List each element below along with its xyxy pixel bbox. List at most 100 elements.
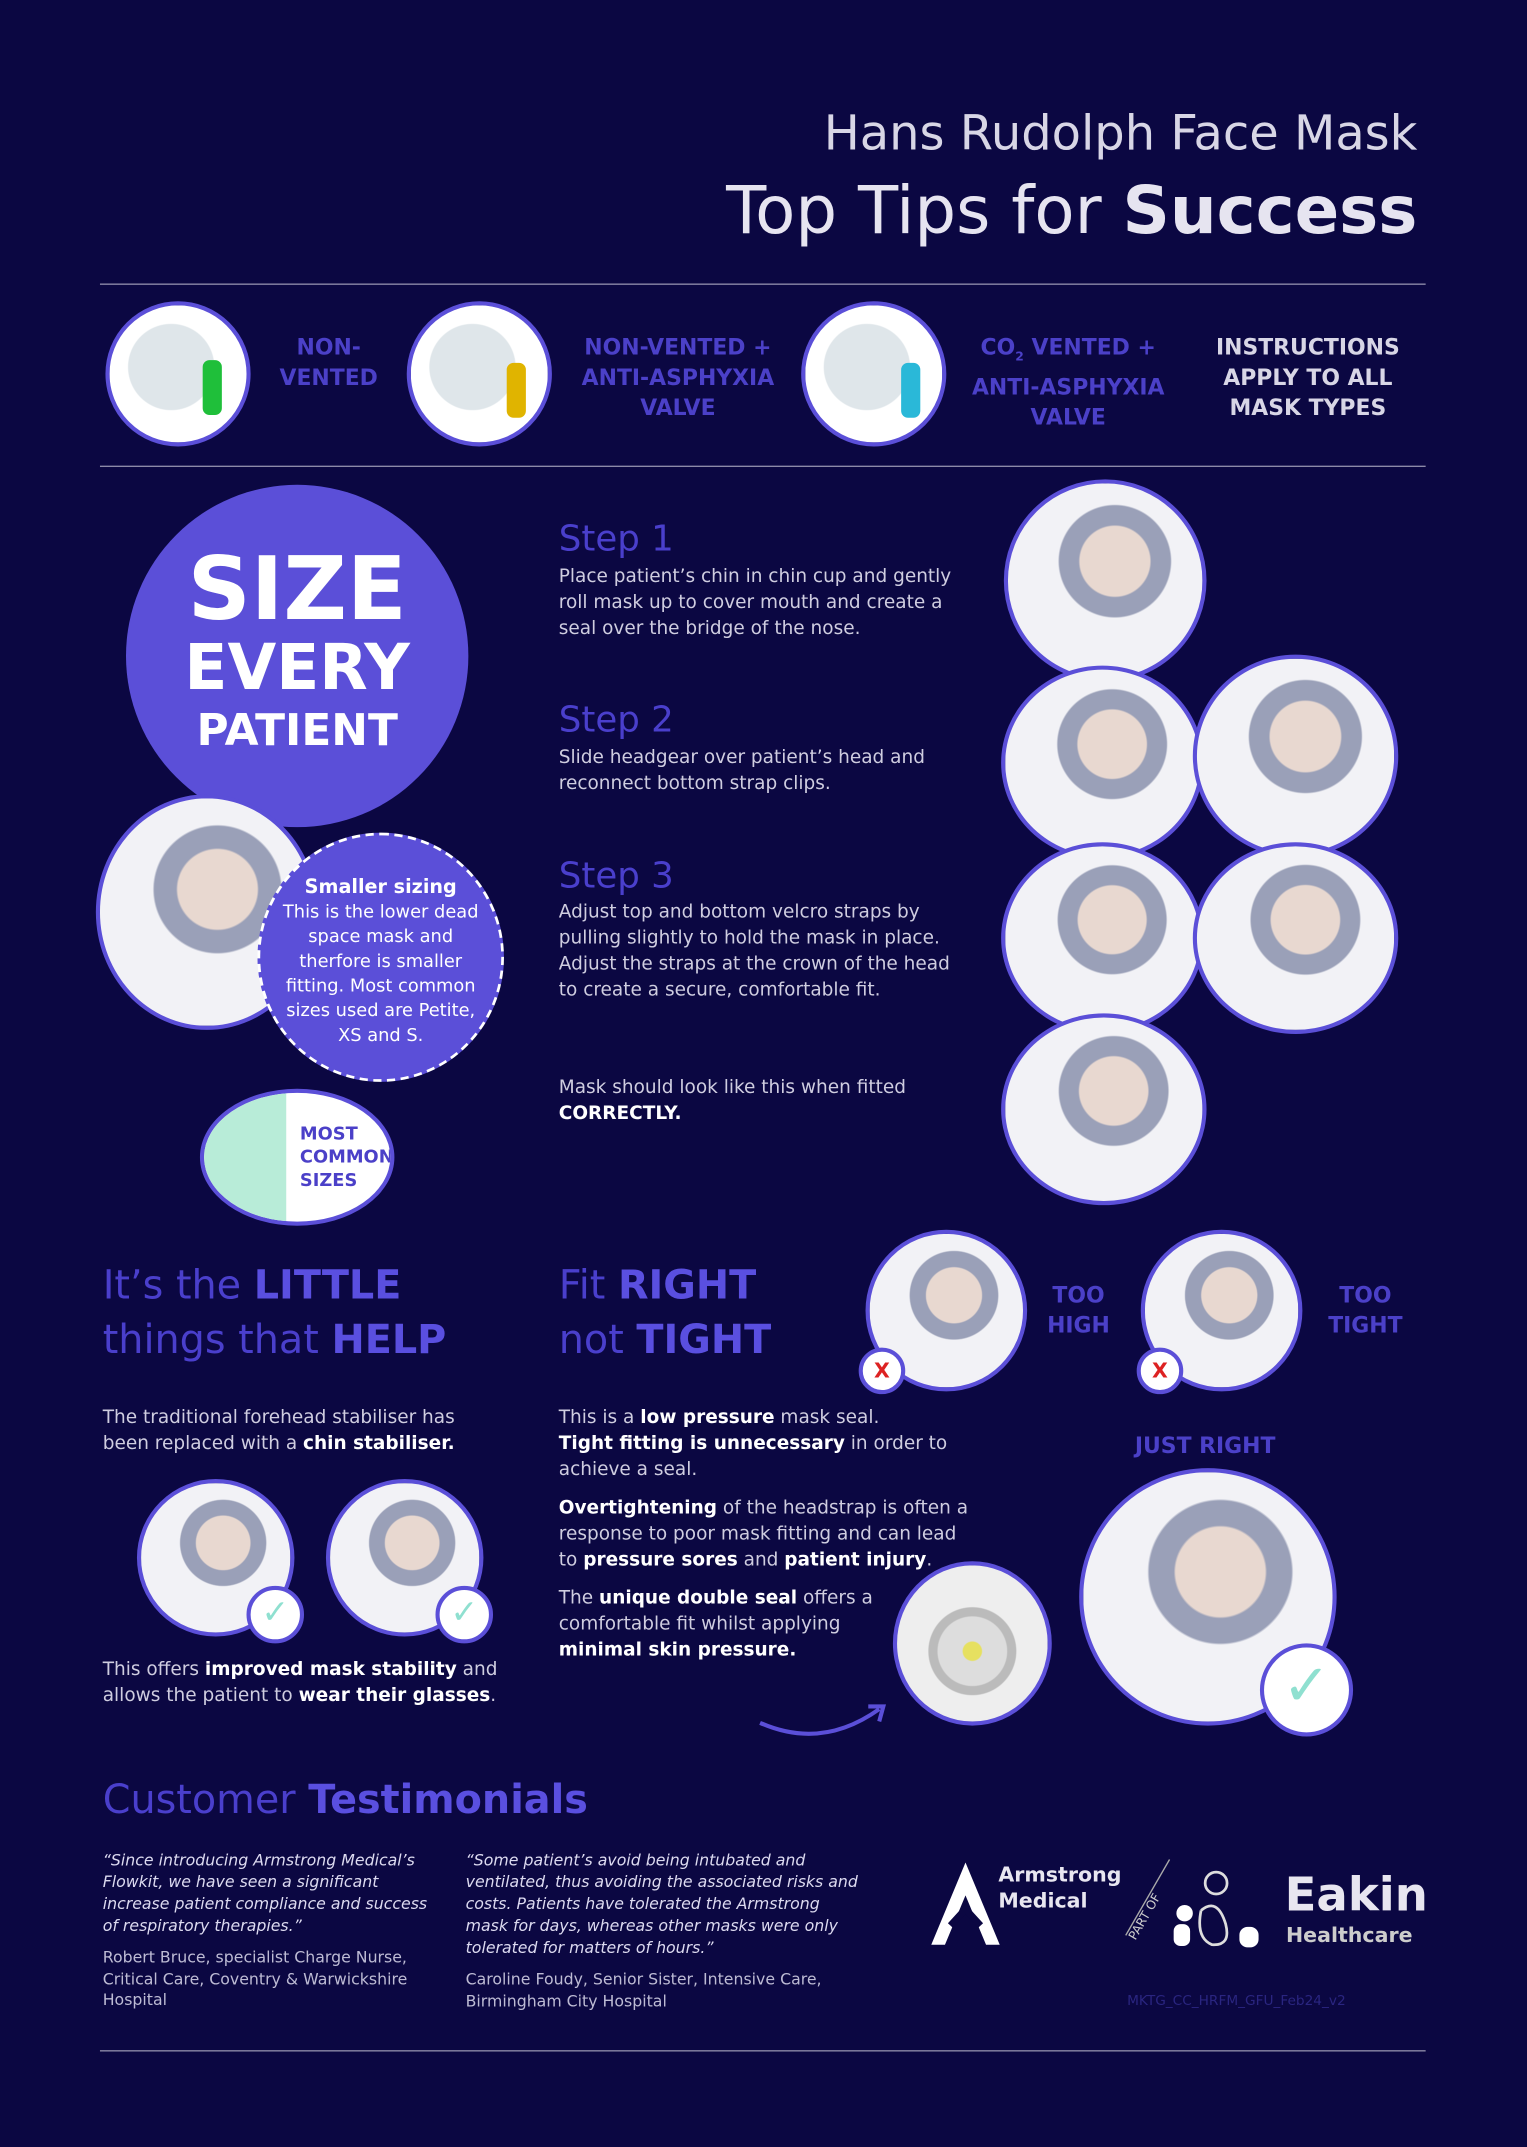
t-bold: wear their glasses: [298, 1684, 491, 1707]
size-line3: PATIENT: [196, 703, 398, 756]
little-heading-2: things that HELP: [103, 1312, 447, 1367]
step2-photo-a: [1001, 665, 1204, 861]
step2-title: Step 2: [558, 699, 674, 741]
testimonial: “Some patient’s avoid being intubated an…: [466, 1849, 863, 2012]
just-right-label: JUST RIGHT: [1134, 1432, 1276, 1459]
size-line2: EVERY: [184, 629, 410, 704]
t-bold: improved mask stability: [204, 1658, 457, 1681]
label-co2-vented: CO2 VENTED + ANTI-ASPHYXIA VALVE: [959, 333, 1178, 433]
co2-text: CO: [980, 334, 1016, 361]
t: This is a: [558, 1406, 641, 1429]
fitted-photo: [1001, 1013, 1207, 1206]
divider: [99, 283, 1426, 285]
step3-photo-b: [1192, 842, 1399, 1034]
valve-yellow: [506, 362, 526, 418]
t: and: [737, 1548, 785, 1571]
step3-photo-a: [1001, 842, 1204, 1034]
fit-text-3: The unique double seal offers a comforta…: [559, 1586, 881, 1664]
label-non-vented: NON- VENTED: [279, 334, 378, 391]
step2-photo-b: [1192, 654, 1399, 858]
h-text: not: [558, 1316, 637, 1363]
testimonial-quote: “Since introducing Armstrong Medical’s F…: [102, 1850, 428, 1936]
label-anti-asphyxia: NON-VENTED + ANTI-ASPHYXIA VALVE: [581, 334, 775, 421]
step1-title: Step 1: [558, 519, 674, 561]
check-icon: ✓: [246, 1585, 305, 1644]
x-icon: X: [1136, 1347, 1184, 1395]
testimonial: “Since introducing Armstrong Medical’s F…: [103, 1849, 439, 2011]
mask-image-anti-asphyxia: [406, 301, 552, 447]
t: .: [490, 1684, 497, 1707]
co2-sub: 2: [1015, 350, 1024, 365]
smaller-sizing-circle: Smaller sizing This is the lower dead sp…: [257, 832, 504, 1082]
subtitle-prefix: Top Tips for: [726, 172, 1123, 250]
eakin-logo-sub: Healthcare: [1285, 1922, 1413, 1948]
co2-rest: VENTED + ANTI-ASPHYXIA VALVE: [971, 334, 1165, 431]
little-heading-1: It’s the LITTLE: [103, 1257, 402, 1312]
smaller-sizing-title: Smaller sizing: [304, 876, 457, 899]
subtitle: Top Tips for Success: [726, 173, 1417, 250]
divider: [99, 2050, 1426, 2052]
little-text-2: This offers improved mask stability and …: [103, 1657, 514, 1709]
h-bold: TIGHT: [636, 1316, 772, 1363]
subtitle-bold: Success: [1122, 172, 1418, 250]
testimonial-author: Caroline Foudy, Senior Sister, Intensive…: [465, 1969, 822, 2010]
double-seal-image: [892, 1561, 1052, 1726]
mask-image-non-vented: [105, 301, 251, 447]
t: mask seal.: [774, 1406, 880, 1429]
testimonial-author: Robert Bruce, specialist Charge Nurse, C…: [102, 1947, 408, 2010]
t: This offers: [102, 1658, 205, 1681]
fit-heading-1: Fit RIGHT: [559, 1257, 756, 1312]
size-chart-image: [204, 1092, 287, 1222]
fit-heading-2: not TIGHT: [559, 1312, 771, 1367]
t: in order to achieve a seal.: [558, 1432, 948, 1481]
check-icon: ✓: [1259, 1643, 1354, 1737]
arrow-icon: [759, 1704, 887, 1736]
h-bold: HELP: [331, 1316, 447, 1363]
common-sizes-label: MOST COMMON SIZES: [299, 1124, 394, 1192]
t-bold: Tight fitting is unnecessary: [558, 1432, 845, 1455]
h-text: Fit: [558, 1261, 618, 1308]
eakin-logo-icon: [1173, 1870, 1259, 1948]
t-bold: unique double seal: [599, 1587, 798, 1610]
fitted-text: Mask should look like this when fitted: [558, 1076, 906, 1099]
title: Hans Rudolph Face Mask: [823, 106, 1418, 162]
document-code: MKTG_CC_HRFM_GFU_Feb24_v2: [1127, 1993, 1346, 2010]
common-sizes-circle: MOST COMMON SIZES: [199, 1088, 395, 1226]
size-badge: SIZE EVERY PATIENT: [125, 484, 469, 828]
testimonials-title: Customer Testimonials: [103, 1772, 588, 1827]
size-line1: SIZE: [187, 539, 407, 641]
valve-green: [202, 360, 222, 415]
t: The traditional forehead stabiliser has …: [102, 1406, 455, 1455]
h-bold: Testimonials: [308, 1776, 588, 1823]
t-bold: patient injury: [784, 1548, 927, 1571]
little-text-1: The traditional forehead stabiliser has …: [103, 1405, 500, 1457]
instructions-note: INSTRUCTIONS APPLY TO ALL MASK TYPES: [1215, 334, 1400, 421]
h-bold: RIGHT: [617, 1261, 757, 1308]
valve-blue: [901, 362, 921, 418]
t-bold: pressure sores: [583, 1548, 738, 1571]
mask-image-co2-vented: [801, 301, 947, 447]
fit-text-2: Overtightening of the headstrap is often…: [559, 1495, 970, 1573]
t-bold: low pressure: [640, 1406, 775, 1429]
t: The: [558, 1587, 600, 1610]
t: and allows the patient to: [102, 1658, 498, 1707]
step2-text: Slide headgear over patient’s head and r…: [558, 746, 925, 795]
too-tight-label: TOO TIGHT: [1328, 1281, 1403, 1339]
t: .: [926, 1548, 933, 1571]
divider: [99, 465, 1426, 467]
h-bold: LITTLE: [253, 1261, 402, 1308]
x-icon: X: [858, 1347, 906, 1395]
smaller-sizing-text: This is the lower dead space mask and th…: [282, 902, 479, 1047]
eakin-logo-text: Eakin: [1284, 1867, 1428, 1923]
too-high-label: TOO HIGH: [1047, 1281, 1110, 1339]
step3-text: Adjust top and bottom velcro straps by p…: [558, 901, 950, 1002]
armstrong-logo-text: Armstrong Medical: [998, 1862, 1122, 1914]
fit-text-1: This is a low pressure mask seal. Tight f…: [559, 1405, 970, 1483]
t-bold: chin stabiliser.: [303, 1432, 455, 1455]
testimonial-quote: “Some patient’s avoid being intubated an…: [465, 1850, 858, 1958]
step1-text: Place patient’s chin in chin cup and gen…: [558, 565, 952, 640]
step3-title: Step 3: [558, 855, 674, 898]
step1-photo: [1003, 479, 1207, 683]
